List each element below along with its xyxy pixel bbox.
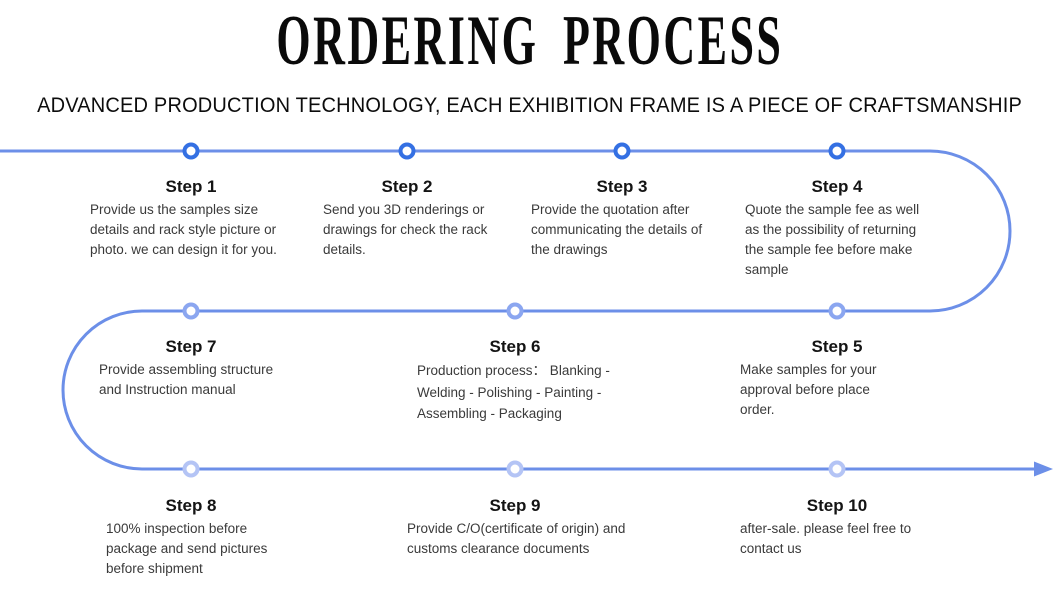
flow-arrow-icon: [1034, 461, 1053, 477]
step-10-title: Step 10: [806, 496, 868, 515]
timeline-node-step-1: [182, 142, 200, 160]
step-2: Step 2 Send you 3D renderings or drawing…: [292, 177, 522, 260]
step-8-title: Step 8: [165, 496, 217, 515]
step-7: Step 7 Provide assembling structure and …: [76, 337, 306, 400]
step-9-title: Step 9: [489, 496, 541, 515]
step-7-description: Provide assembling structure and Instruc…: [99, 362, 274, 397]
page-title: ORDERING PROCESS: [275, 2, 783, 80]
step-1-description: Provide us the samples size details and …: [90, 202, 277, 257]
timeline-node-step-2: [398, 142, 416, 160]
step-1: Step 1 Provide us the samples size detai…: [76, 177, 306, 260]
step-2-description: Send you 3D renderings or drawings for c…: [323, 202, 488, 257]
step-5-title: Step 5: [811, 337, 863, 356]
step-7-title: Step 7: [165, 337, 217, 356]
step-9: Step 9 Provide C/O(certificate of origin…: [390, 496, 640, 559]
timeline-node-step-4: [828, 142, 846, 160]
step-5-description: Make samples for your approval before pl…: [740, 362, 877, 417]
step-3: Step 3 Provide the quotation after commu…: [507, 177, 737, 260]
timeline-node-step-7: [182, 302, 200, 320]
timeline-node-step-9: [506, 460, 524, 478]
flow-line: [0, 149, 1036, 471]
step-2-title: Step 2: [381, 177, 433, 196]
step-8: Step 8 100% inspection before package an…: [76, 496, 306, 579]
step-6-description: Production process： Blanking - Welding -…: [417, 363, 610, 421]
timeline-node-step-3: [613, 142, 631, 160]
step-6-title: Step 6: [489, 337, 541, 356]
step-4-title: Step 4: [811, 177, 863, 196]
step-3-title: Step 3: [596, 177, 648, 196]
step-9-description: Provide C/O(certificate of origin) and c…: [407, 521, 626, 556]
timeline-node-step-6: [506, 302, 524, 320]
timeline-node-step-10: [828, 460, 846, 478]
step-1-title: Step 1: [165, 177, 217, 196]
step-10: Step 10 after-sale. please feel free to …: [722, 496, 952, 559]
timeline-node-step-5: [828, 302, 846, 320]
step-4: Step 4 Quote the sample fee as well as t…: [722, 177, 952, 280]
step-3-description: Provide the quotation after communicatin…: [531, 202, 703, 257]
timeline-node-step-8: [182, 460, 200, 478]
step-8-description: 100% inspection before package and send …: [106, 521, 268, 576]
step-6: Step 6 Production process： Blanking - We…: [400, 337, 630, 425]
step-5: Step 5 Make samples for your approval be…: [722, 337, 952, 420]
step-4-description: Quote the sample fee as well as the poss…: [745, 202, 920, 277]
page-subtitle: ADVANCED PRODUCTION TECHNOLOGY, EACH EXH…: [37, 93, 1023, 117]
step-10-description: after-sale. please feel free to contact …: [740, 521, 912, 556]
